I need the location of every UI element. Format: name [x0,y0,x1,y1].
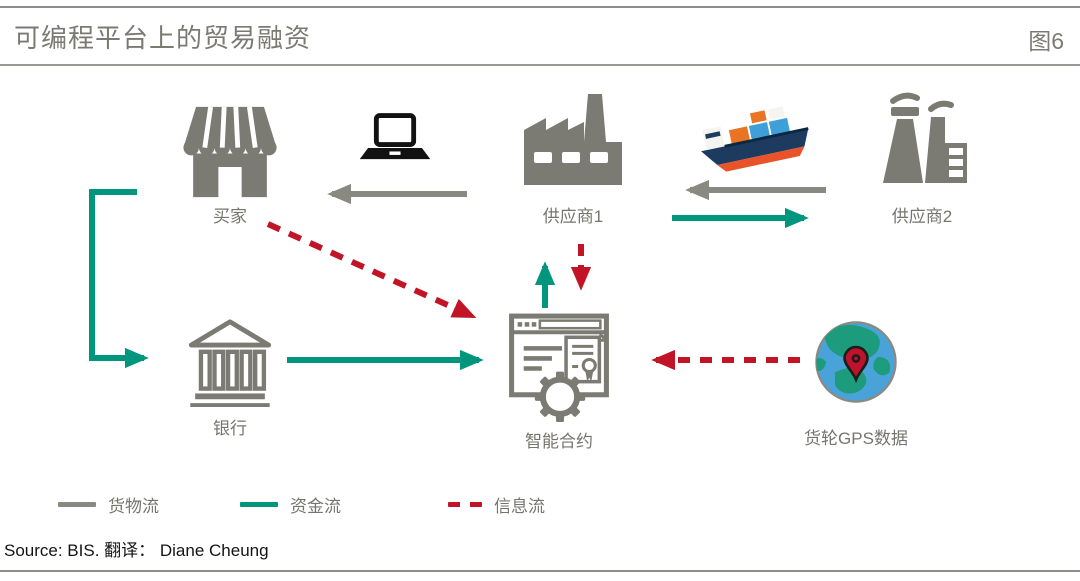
goods-flow-label: 货物流 [108,497,159,516]
top-rule [0,6,1080,8]
arrow-info-buyer-to-smartcontract [266,221,477,319]
storefront-icon [183,106,277,198]
funds-flow-line-swatch [240,502,278,507]
smart-contract-window-icon [509,313,609,422]
legend-item-goods-flow: 货物流 [58,492,159,517]
bottom-rule [0,570,1080,572]
laptop-icon [359,113,431,160]
buyer-label: 买家 [213,207,247,226]
globe-pin-icon [815,321,897,403]
title-divider [0,64,1080,66]
source-note: Source: BIS. 翻译： Diane Cheung [4,541,269,560]
figure-number: 图6 [1028,28,1064,54]
supplier1-label: 供应商1 [542,207,604,226]
goods-flow-line-swatch [58,502,96,507]
power-plant-icon [883,92,967,183]
gps-label: 货轮GPS数据 [804,429,908,448]
bank-icon [188,319,272,407]
factory-icon [524,94,622,185]
supplier2-label: 供应商2 [891,207,953,226]
cargo-ship-icon [701,106,809,172]
smart-contract-label: 智能合约 [525,432,593,451]
info-flow-line-swatch [448,502,482,507]
figure-title: 可编程平台上的贸易融资 [14,23,312,53]
arrow-funds-buyer-to-bank [89,189,149,369]
legend-item-info-flow: 信息流 [448,492,545,517]
info-flow-label: 信息流 [494,497,545,516]
funds-flow-label: 资金流 [290,497,341,516]
bank-label: 银行 [213,419,247,438]
legend-item-funds-flow: 资金流 [240,492,341,517]
